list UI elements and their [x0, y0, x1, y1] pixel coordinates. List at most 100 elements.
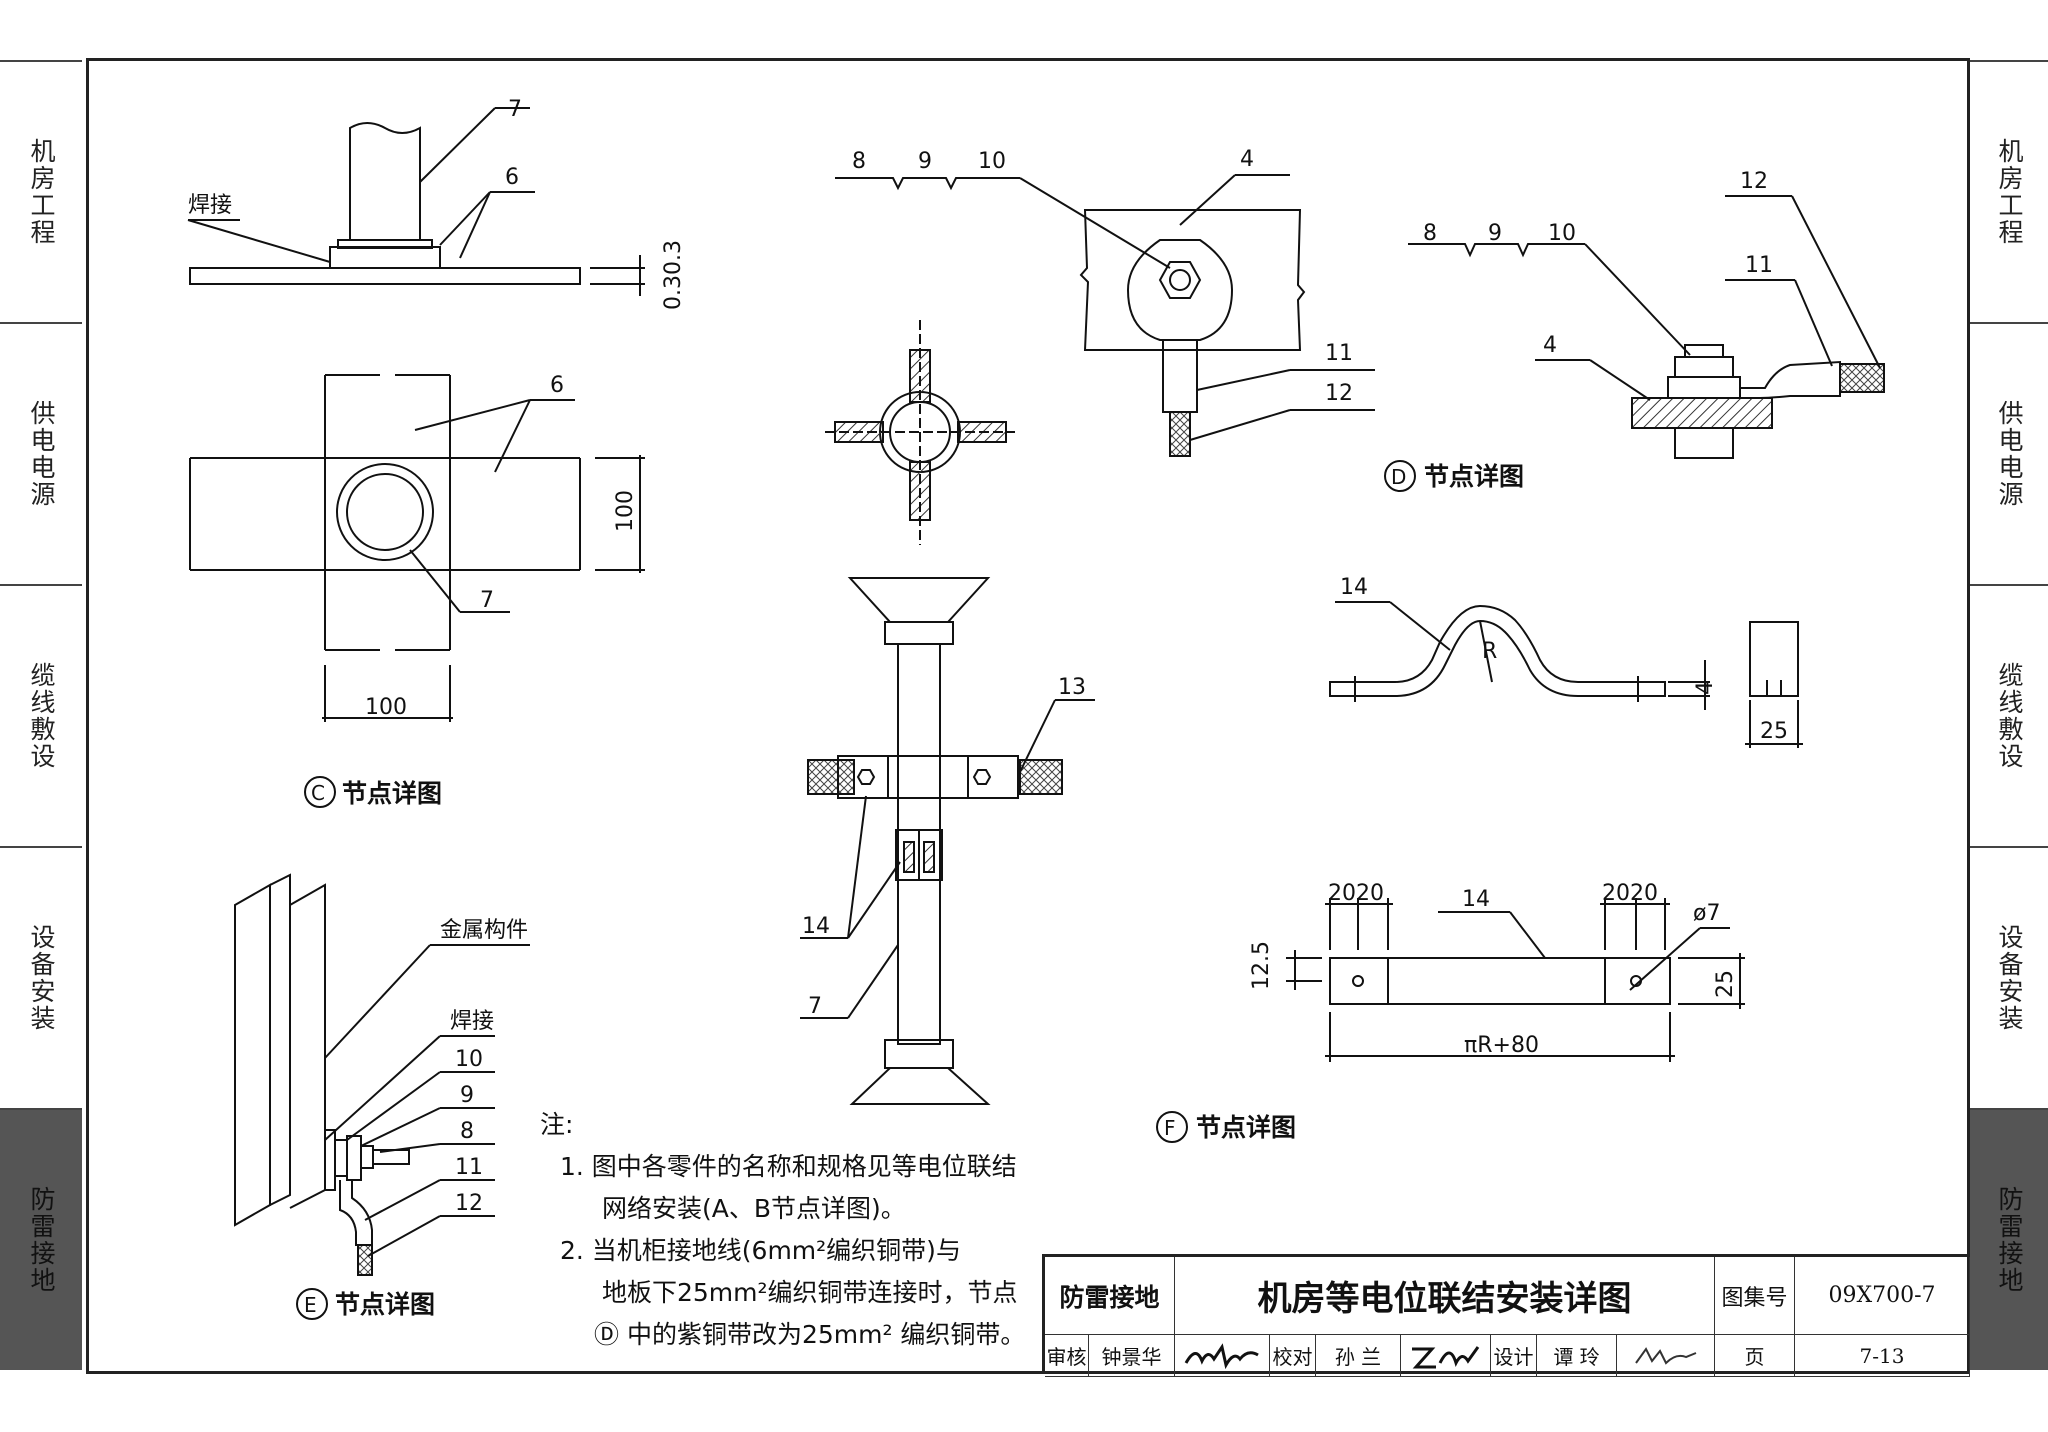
- caption-c: 节点详图: [342, 779, 442, 808]
- bolt-hole: [1169, 269, 1191, 291]
- tab-label: 防雷接地: [27, 1186, 56, 1294]
- leader-8-9-10-side-line: [1408, 243, 1585, 258]
- checker-signature: [1401, 1335, 1491, 1377]
- dim-2020-right: 2020: [1602, 881, 1658, 906]
- dim-25-flat: 25: [1713, 970, 1738, 998]
- hex-nut-left-icon: [856, 769, 876, 785]
- caption-f-circle: [1156, 1111, 1188, 1143]
- label-14-f: 14: [1340, 575, 1368, 600]
- detail-f-flat-blank: [1286, 898, 1745, 1062]
- tab-label: 机房工程: [27, 138, 56, 246]
- drawing-frame: [86, 58, 1970, 1374]
- designer-signature: [1617, 1335, 1715, 1377]
- label-12-e: 12: [455, 1191, 483, 1216]
- leader-8-9-10: [1019, 177, 1171, 269]
- right-tab-cabling[interactable]: 缆线敷设: [1968, 584, 2048, 846]
- hole-dia-label: ø7: [1693, 901, 1720, 926]
- page-number: 7-13: [1795, 1335, 1970, 1377]
- label-10-side: 10: [1548, 221, 1576, 246]
- pipe-outer: [336, 463, 434, 561]
- review-label: 审核: [1045, 1335, 1089, 1377]
- leader-14a: [847, 795, 867, 939]
- detail-c-plan: [189, 374, 645, 722]
- dim-4: 4: [1693, 681, 1718, 695]
- signature-icon: [1184, 1342, 1259, 1369]
- tab-label: 缆线敷设: [1995, 662, 2024, 770]
- left-tab-equipment[interactable]: 设备安装: [0, 846, 82, 1108]
- detail-d-top-view: [835, 174, 1375, 457]
- strap-clamp-right-tab: [923, 841, 935, 873]
- caption-d-circle: [1384, 460, 1416, 492]
- leader-6b: [459, 191, 491, 259]
- nut-top: [1684, 344, 1724, 358]
- category-cell: 防雷接地: [1045, 1257, 1175, 1335]
- reviewer-name: 钟景华: [1089, 1335, 1175, 1377]
- braid-12-side: [1839, 363, 1885, 393]
- washer-lug: [1667, 376, 1741, 399]
- weld-label: 焊接: [188, 193, 232, 218]
- caption-e-circle: [296, 1288, 328, 1320]
- center-cross-clamp: [825, 320, 1015, 545]
- left-tab-cabling[interactable]: 缆线敷设: [0, 584, 82, 846]
- caption-f: 节点详图: [1196, 1113, 1296, 1142]
- leader-6c: [414, 399, 531, 431]
- leader-12-e: [367, 1215, 441, 1257]
- weld-label-e: 焊接: [450, 1009, 494, 1034]
- strap-clamp-left-tab: [903, 841, 915, 873]
- designer-name: 谭 玲: [1537, 1335, 1617, 1377]
- left-tab-machine-room[interactable]: 机房工程: [0, 60, 82, 322]
- tab-label: 供电电源: [27, 400, 56, 508]
- leader-11: [1196, 369, 1291, 391]
- vertical-strip: [324, 375, 451, 650]
- label-11-e: 11: [455, 1155, 483, 1180]
- note-line-4: 地板下25mm²编织铜带连接时，节点: [602, 1278, 1018, 1307]
- label-10: 10: [978, 149, 1006, 174]
- label-4: 4: [1240, 147, 1254, 172]
- hex-bolt-icon: [1158, 261, 1202, 299]
- horizontal-strip: [190, 457, 580, 571]
- right-tab-lightning-grounding[interactable]: 防雷接地: [1968, 1108, 2048, 1370]
- detail-c-elevation: [187, 107, 645, 296]
- hex-nut-right-icon: [972, 769, 992, 785]
- braid-left: [807, 759, 855, 795]
- design-label: 设计: [1491, 1335, 1537, 1377]
- notes-block: 注: 1. 图中各零件的名称和规格见等电位联结 网络安装(A、B节点详图)。 2…: [540, 1104, 1040, 1356]
- pipe-7: [349, 122, 421, 240]
- label-8-side: 8: [1423, 221, 1437, 246]
- label-9-e: 9: [460, 1083, 474, 1108]
- tab-label: 机房工程: [1995, 138, 2024, 246]
- weld-ring: [329, 246, 441, 269]
- left-tab-power-supply[interactable]: 供电电源: [0, 322, 82, 584]
- label-9: 9: [918, 149, 932, 174]
- detail-d-side-view: [1408, 195, 1885, 459]
- right-tab-power-supply[interactable]: 供电电源: [1968, 322, 2048, 584]
- caption-d-letter: D: [1391, 465, 1406, 489]
- left-tab-lightning-grounding[interactable]: 防雷接地: [0, 1108, 82, 1370]
- title-block: 防雷接地 机房等电位联结安装详图 图集号 09X700-7 审核 钟景华 校对 …: [1042, 1254, 1970, 1377]
- lug-11-side: [1739, 360, 1841, 399]
- label-7: 7: [508, 97, 522, 122]
- right-tab-machine-room[interactable]: 机房工程: [1968, 60, 2048, 322]
- drawing-title: 机房等电位联结安装详图: [1175, 1257, 1715, 1335]
- radius-line: [1479, 620, 1493, 683]
- label-11: 11: [1325, 341, 1353, 366]
- radius-label: R: [1482, 639, 1497, 664]
- label-11-side: 11: [1745, 253, 1773, 278]
- weld-ring-top: [337, 239, 433, 249]
- leader-14-flat: [1509, 911, 1546, 959]
- caption-c-circle: [304, 776, 336, 808]
- label-13: 13: [1058, 675, 1086, 700]
- label-7c: 7: [808, 994, 822, 1019]
- leader-12-side: [1791, 195, 1881, 369]
- label-14: 14: [802, 914, 830, 939]
- right-tab-equipment[interactable]: 设备安装: [1968, 846, 2048, 1108]
- leader-4: [1179, 174, 1236, 226]
- dim-thickness: 0.30.3: [661, 240, 686, 310]
- tab-label: 供电电源: [1995, 400, 2024, 508]
- leader-hole: [1629, 927, 1701, 991]
- leader-14-f: [1389, 601, 1451, 651]
- label-6: 6: [505, 165, 519, 190]
- detail-f-formed-strap: [1329, 601, 1803, 748]
- leader-weld-e: [324, 1035, 441, 1141]
- dim-100-vertical: 100: [613, 490, 638, 532]
